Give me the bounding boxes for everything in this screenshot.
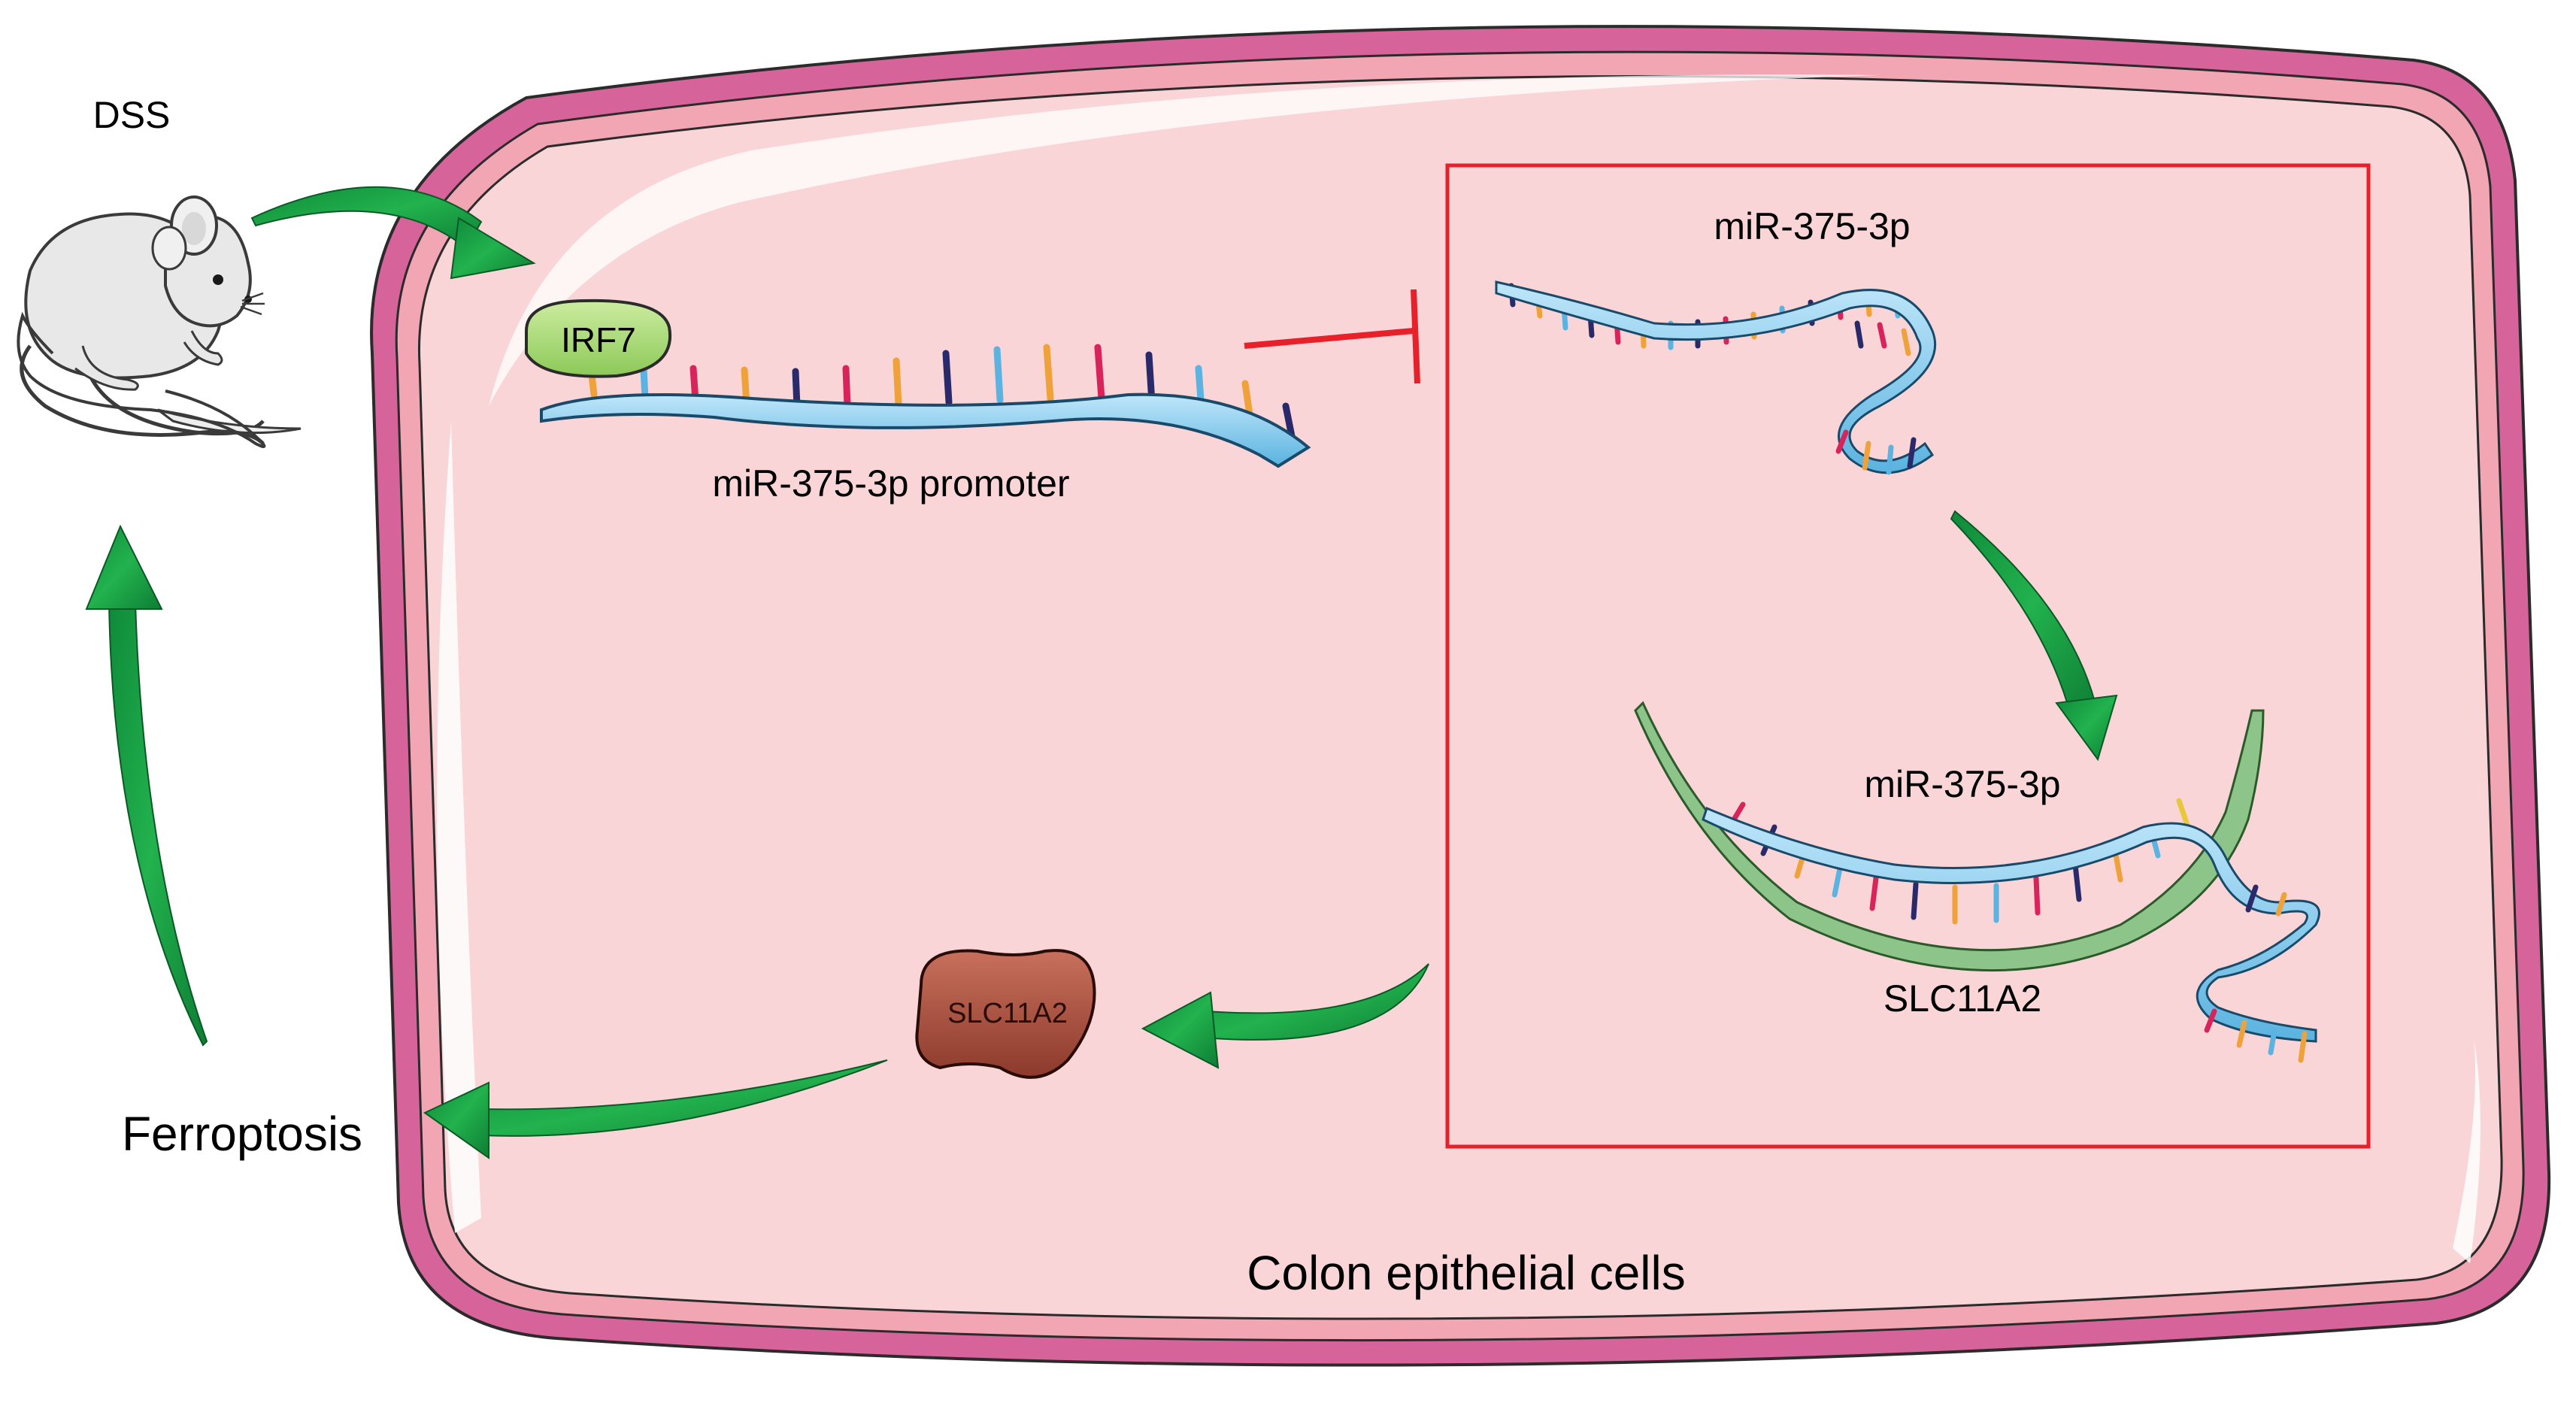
mirna-top-label: miR-375-3p (1714, 205, 1910, 247)
mirna-bottom-label: miR-375-3p (1864, 763, 2060, 805)
ferroptosis-label: Ferroptosis (122, 1107, 362, 1161)
slc11a2-mrna-strand (1634, 701, 2265, 972)
irf7-label: IRF7 (561, 320, 636, 359)
cell-highlight-left (437, 421, 481, 1233)
arrow-box-to-slc11a2 (1141, 963, 1429, 1069)
arrow-ferroptosis-to-mouse (85, 524, 208, 1047)
colon-epithelial-cell (370, 25, 2551, 1367)
dna-backbone (540, 392, 1311, 468)
cell-highlight-top (489, 74, 1880, 407)
promoter-label: miR-375-3p promoter (712, 462, 1069, 505)
cell-type-label: Colon epithelial cells (1247, 1246, 1685, 1300)
target-gene-label: SLC11A2 (1884, 977, 2041, 1020)
arrow-slc11a2-to-ferroptosis (423, 1059, 888, 1159)
cell-highlight-right (2453, 1038, 2481, 1263)
arrow-dss-to-cell (250, 186, 536, 280)
slc11a2-protein-label: SLC11A2 (947, 998, 1068, 1029)
mechanism-box (1445, 163, 2371, 1149)
cytoplasm (417, 75, 2503, 1320)
irf7-protein: IRF7 (525, 298, 672, 378)
mouse-icon (17, 195, 302, 448)
slc11a2-protein: SLC11A2 (915, 949, 1096, 1079)
mirna-target-duplex (1634, 701, 2320, 1063)
dss-label: DSS (93, 94, 171, 136)
inhibition-arrow (1244, 289, 1420, 384)
mirna-strand-top (1495, 280, 1937, 475)
arrow-mirna-to-duplex (1950, 510, 2118, 762)
